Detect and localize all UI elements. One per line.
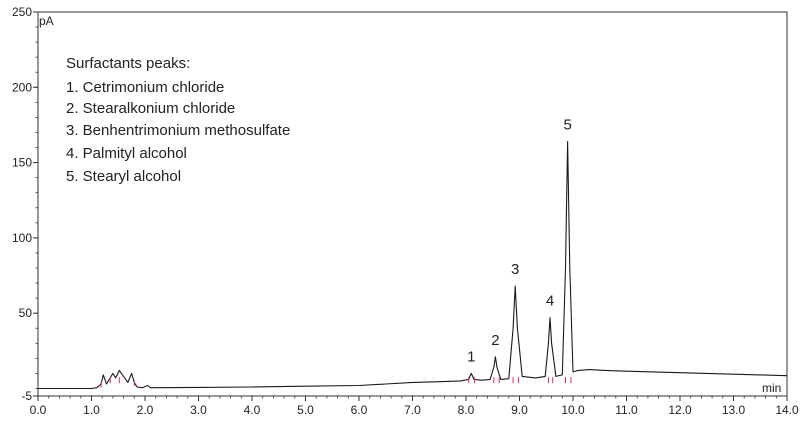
peak-label-1: 1 — [467, 348, 475, 365]
y-tick-label: 250 — [12, 5, 32, 19]
legend-title: Surfactants peaks: — [66, 55, 190, 72]
x-tick-label: 9.0 — [511, 403, 528, 417]
peak-label-2: 2 — [491, 332, 499, 349]
chromatogram-trace — [38, 140, 788, 390]
x-axis-unit: min — [762, 381, 781, 395]
x-tick-label: 4.0 — [244, 403, 261, 417]
x-tick-label: 2.0 — [137, 403, 154, 417]
peak-label-4: 4 — [546, 293, 554, 310]
x-tick-label: 6.0 — [351, 403, 368, 417]
legend-item-5: 5. Stearyl alcohol — [66, 168, 181, 185]
legend-item-1: 1. Cetrimonium chloride — [66, 79, 224, 96]
x-tick-label: 14.0 — [775, 403, 799, 417]
x-tick-label: 11.0 — [615, 403, 638, 417]
y-tick-label: -5 — [21, 389, 32, 403]
x-tick-label: 3.0 — [190, 403, 207, 417]
legend-item-2: 2. Stearalkonium chloride — [66, 100, 235, 117]
peak-label-3: 3 — [511, 261, 519, 278]
y-axis-unit: pA — [39, 14, 54, 28]
x-tick-label: 12.0 — [668, 403, 692, 417]
peak-label-5: 5 — [563, 117, 571, 134]
y-tick-label: 50 — [19, 306, 33, 320]
legend-item-3: 3. Benhentrimonium methosulfate — [66, 122, 290, 139]
legend: Surfactants peaks: 1. Cetrimonium chlori… — [66, 55, 290, 185]
y-tick-label: 150 — [12, 156, 32, 170]
x-tick-label: 13.0 — [722, 403, 746, 417]
y-tick-label: 200 — [12, 80, 32, 94]
y-tick-label: 100 — [12, 231, 32, 245]
x-tick-label: 1.0 — [83, 403, 100, 417]
x-tick-label: 8.0 — [458, 403, 475, 417]
x-tick-label: 10.0 — [561, 403, 585, 417]
x-tick-label: 7.0 — [404, 403, 421, 417]
legend-item-4: 4. Palmityl alcohol — [66, 145, 187, 162]
x-tick-label: 5.0 — [297, 403, 314, 417]
x-tick-label: 0.0 — [30, 403, 47, 417]
